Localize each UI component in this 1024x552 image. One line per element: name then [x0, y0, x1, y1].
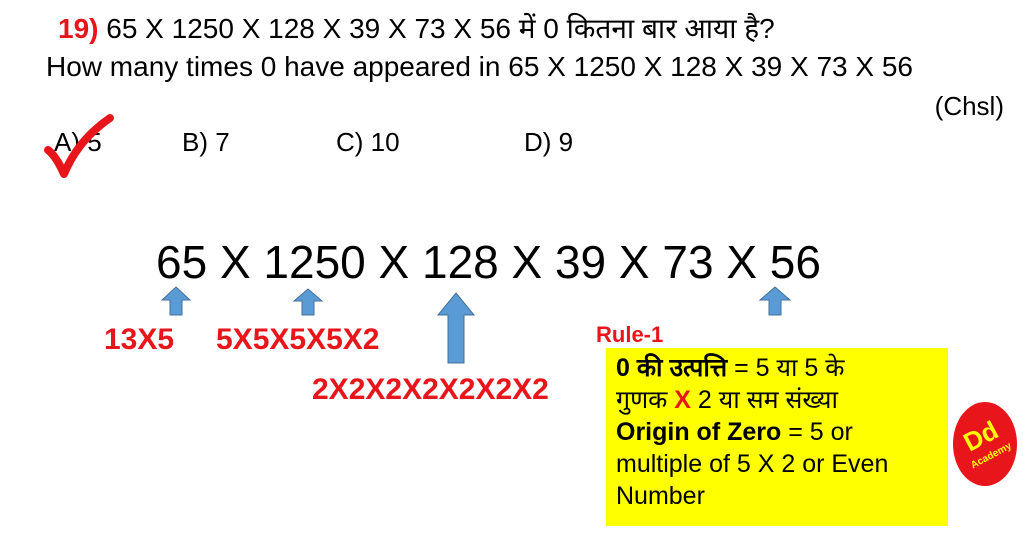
question-number: 19) [58, 13, 99, 44]
checkmark-icon [44, 114, 114, 178]
arrow-up-icon [292, 288, 324, 316]
arrow-up-icon [436, 292, 476, 364]
question-hindi: 19) 65 X 1250 X 128 X 39 X 73 X 56 में 0… [58, 12, 775, 46]
arrow-up-icon [758, 286, 792, 316]
option-b[interactable]: B) 7 [182, 127, 230, 157]
rule-title: Rule-1 [596, 322, 664, 347]
option-d[interactable]: D) 9 [524, 127, 574, 157]
rule-hindi-x: X [674, 386, 691, 414]
rule-english-rest: = 5 or [781, 418, 853, 446]
rule-hindi-rest: = 5 या 5 के [727, 354, 845, 382]
rule-hindi-multiple: गुणक [616, 386, 675, 414]
rule-hindi-even: 2 या सम संख्या [690, 386, 838, 414]
rule-english-line1: Origin of Zero = 5 or [616, 416, 938, 448]
factorization-1250: 5X5X5X5X2 [216, 323, 380, 356]
rule-hindi-line2: गुणक X 2 या सम संख्या [616, 384, 938, 416]
rule-hindi-line1: 0 की उत्पत्ति = 5 या 5 के [616, 352, 938, 384]
expression: 65 X 1250 X 128 X 39 X 73 X 56 [156, 236, 821, 288]
rule-box: 0 की उत्पत्ति = 5 या 5 के गुणक X 2 या सम… [606, 348, 948, 526]
arrow-up-icon [160, 286, 192, 316]
rule-english-line2: multiple of 5 X 2 or Even [616, 450, 889, 478]
option-c[interactable]: C) 10 [336, 127, 400, 157]
factorization-65: 13X5 [104, 323, 175, 356]
academy-logo: Dd Academy [953, 402, 1017, 486]
rule-hindi-bold: 0 की उत्पत्ति [616, 354, 728, 382]
rule-english-bold: Origin of Zero [616, 418, 782, 446]
factorization-128: 2X2X2X2X2X2X2 [312, 373, 549, 406]
question-source: (Chsl) [934, 91, 1004, 121]
rule-english-line3: Number [616, 482, 705, 510]
question-hindi-text: 65 X 1250 X 128 X 39 X 73 X 56 में 0 कित… [106, 13, 775, 44]
question-english: How many times 0 have appeared in 65 X 1… [46, 51, 914, 82]
